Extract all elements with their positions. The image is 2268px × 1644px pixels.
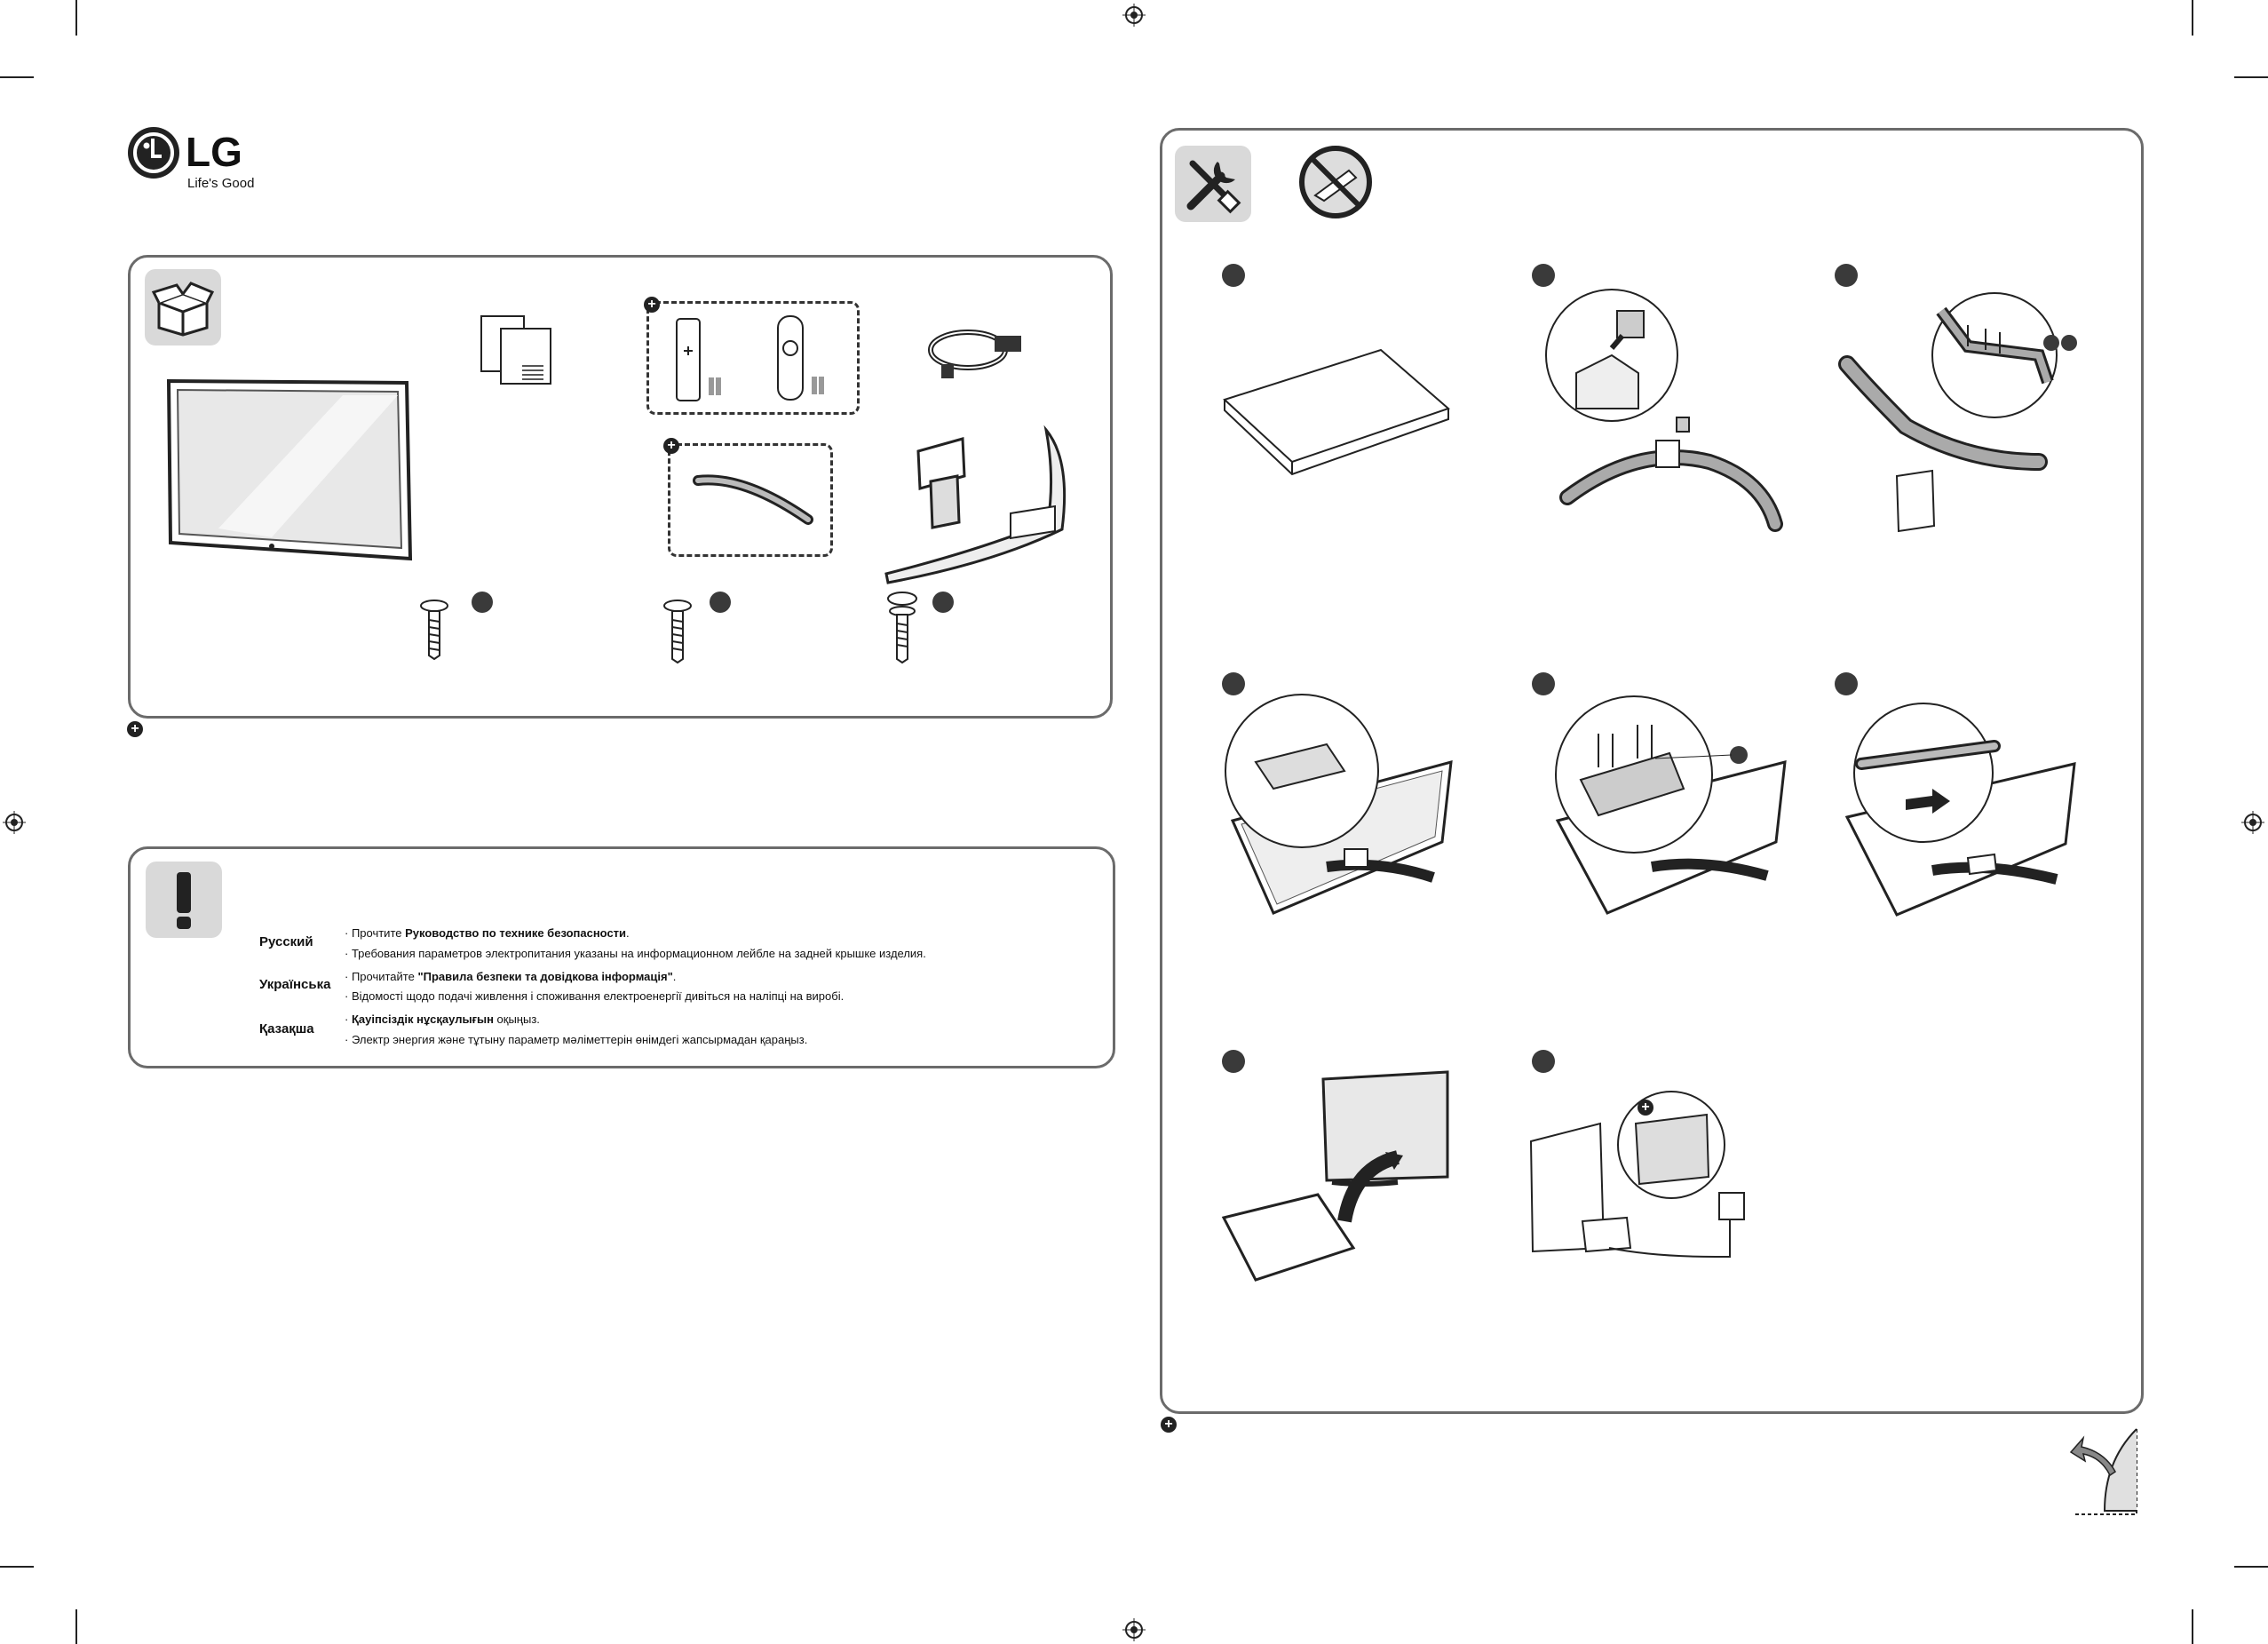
safety-line-1: · Қауіпсіздік нұсқаулығын оқыңыз.	[345, 1013, 540, 1026]
line-suffix: .	[626, 926, 630, 940]
line-prefix: · Прочитайте	[345, 970, 418, 983]
crop-mark	[2234, 76, 2268, 78]
language-label: Русский	[259, 934, 313, 949]
safety-line-2: · Требования параметров электропитания у…	[345, 947, 926, 960]
remote-control-icon	[676, 318, 721, 401]
crop-mark	[2234, 1566, 2268, 1568]
optional-marker-icon: +	[644, 297, 660, 313]
optional-marker-icon: +	[1638, 1100, 1653, 1116]
step-3-illustration	[1838, 292, 2077, 533]
line-bold: Руководство по технике безопасности	[405, 926, 627, 940]
power-cord-icon	[928, 330, 1021, 378]
safety-line-1: · Прочтите Руководство по технике безопа…	[345, 926, 630, 940]
safety-line-2: · Відомості щодо подачі живлення і спожи…	[345, 989, 845, 1003]
callout-dot	[710, 592, 731, 613]
step-4-illustration	[1225, 694, 1453, 915]
step-1-illustration	[1223, 348, 1450, 476]
warning-tile	[146, 862, 222, 938]
footnote-plus-icon: +	[1161, 1417, 1177, 1433]
step-7-marker	[1222, 1050, 1245, 1073]
optional-cable-cover-box	[668, 443, 833, 557]
optional-remotes-box	[646, 301, 860, 415]
footnote-plus-icon: +	[127, 721, 143, 737]
crop-mark	[0, 76, 34, 78]
registration-mark	[3, 811, 26, 834]
line-prefix: · Прочтите	[345, 926, 406, 940]
step-5-marker	[1532, 672, 1555, 695]
registration-mark	[2, 0, 25, 23]
language-label: Қазақша	[259, 1021, 314, 1036]
screw-icon	[420, 600, 448, 661]
safety-line-1: · Прочитайте "Правила безпеки та довідко…	[345, 970, 676, 983]
screw-icon	[663, 600, 692, 664]
brand-tagline: Life's Good	[187, 176, 255, 191]
line-bold: Қауіпсіздік нұсқаулығын	[351, 1013, 494, 1026]
step-2-marker	[1532, 264, 1555, 287]
crop-mark	[2192, 1609, 2193, 1644]
box-tile	[145, 269, 221, 345]
exclamation-dot	[177, 917, 191, 929]
page-turn-icon	[2069, 1428, 2137, 1515]
crop-mark	[75, 0, 77, 36]
step-4-marker	[1222, 672, 1245, 695]
brand-name: LG	[186, 129, 242, 175]
line-bold: "Правила безпеки та довідкова інформація…	[417, 970, 673, 983]
tools-icon	[1186, 160, 1241, 214]
step-8-illustration	[1529, 1091, 1745, 1258]
step-2-illustration	[1545, 289, 1783, 532]
step-6-illustration	[1844, 703, 2076, 917]
optional-marker-icon: +	[663, 438, 679, 454]
exclamation-icon	[177, 872, 191, 913]
tv-illustration	[166, 378, 413, 561]
box-icon	[151, 282, 215, 337]
callout-dot	[932, 592, 954, 613]
no-knife-icon	[1299, 146, 1372, 218]
crop-mark	[0, 1566, 34, 1568]
line-prefix: ·	[345, 1013, 352, 1026]
crop-mark	[2192, 0, 2193, 36]
line-suffix: оқыңыз.	[493, 1013, 540, 1026]
tools-tile	[1175, 146, 1251, 222]
line-suffix: .	[672, 970, 677, 983]
magic-remote-icon	[777, 315, 824, 401]
lg-logo: LG Life's Good	[127, 126, 269, 197]
cable-cover-icon	[693, 474, 813, 525]
step-8-marker	[1532, 1050, 1555, 1073]
lg-face-icon	[128, 127, 179, 179]
step-6-marker	[1835, 672, 1858, 695]
step-3-marker	[1835, 264, 1858, 287]
step-7-illustration	[1221, 1070, 1449, 1282]
manual-icon	[480, 315, 551, 385]
registration-mark	[1122, 4, 1146, 27]
step-5-illustration	[1555, 695, 1787, 915]
callout-dot	[472, 592, 493, 613]
language-label: Українська	[259, 977, 331, 992]
crop-mark	[75, 1609, 77, 1644]
screw-washer-icon	[887, 592, 917, 664]
stand-illustration	[884, 429, 1067, 584]
safety-line-2: · Электр энергия және тұтыну параметр мә…	[345, 1033, 808, 1046]
registration-mark	[1122, 1618, 1146, 1641]
safety-panel	[128, 846, 1115, 1068]
registration-mark	[2241, 811, 2264, 834]
step-1-marker	[1222, 264, 1245, 287]
